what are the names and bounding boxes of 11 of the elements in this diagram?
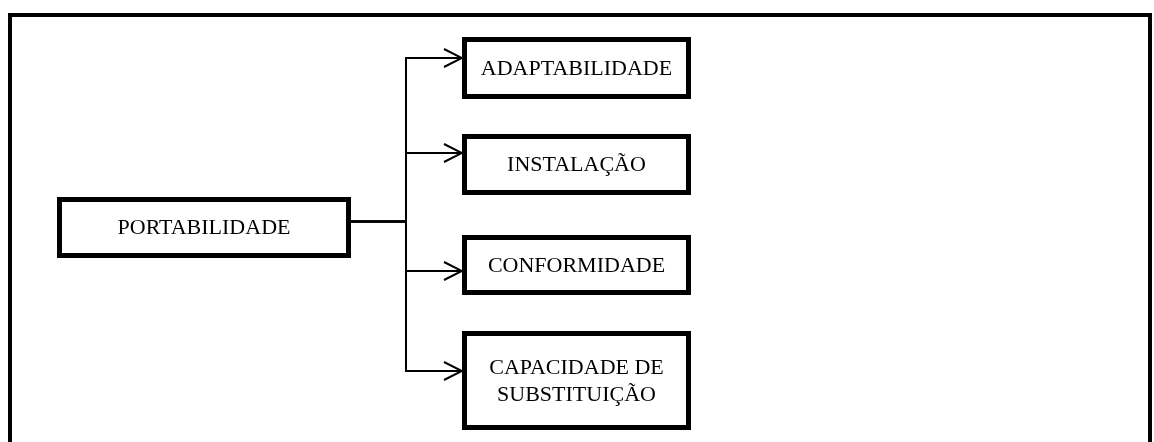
arrow [350, 220, 463, 381]
process-box [57, 197, 351, 258]
process-box [462, 37, 691, 99]
process-box [462, 134, 691, 195]
box-label: CAPACIDADE DE SUBSTITUIÇÃO [488, 354, 665, 407]
process-box [462, 331, 691, 430]
box-label: INSTALAÇÃO [507, 151, 646, 178]
box-label: CONFORMIDADE [487, 251, 666, 279]
process-box [462, 235, 691, 295]
box-label: ADAPTABILIDADE [480, 54, 673, 82]
box-label: PORTABILIDADE [117, 214, 291, 241]
